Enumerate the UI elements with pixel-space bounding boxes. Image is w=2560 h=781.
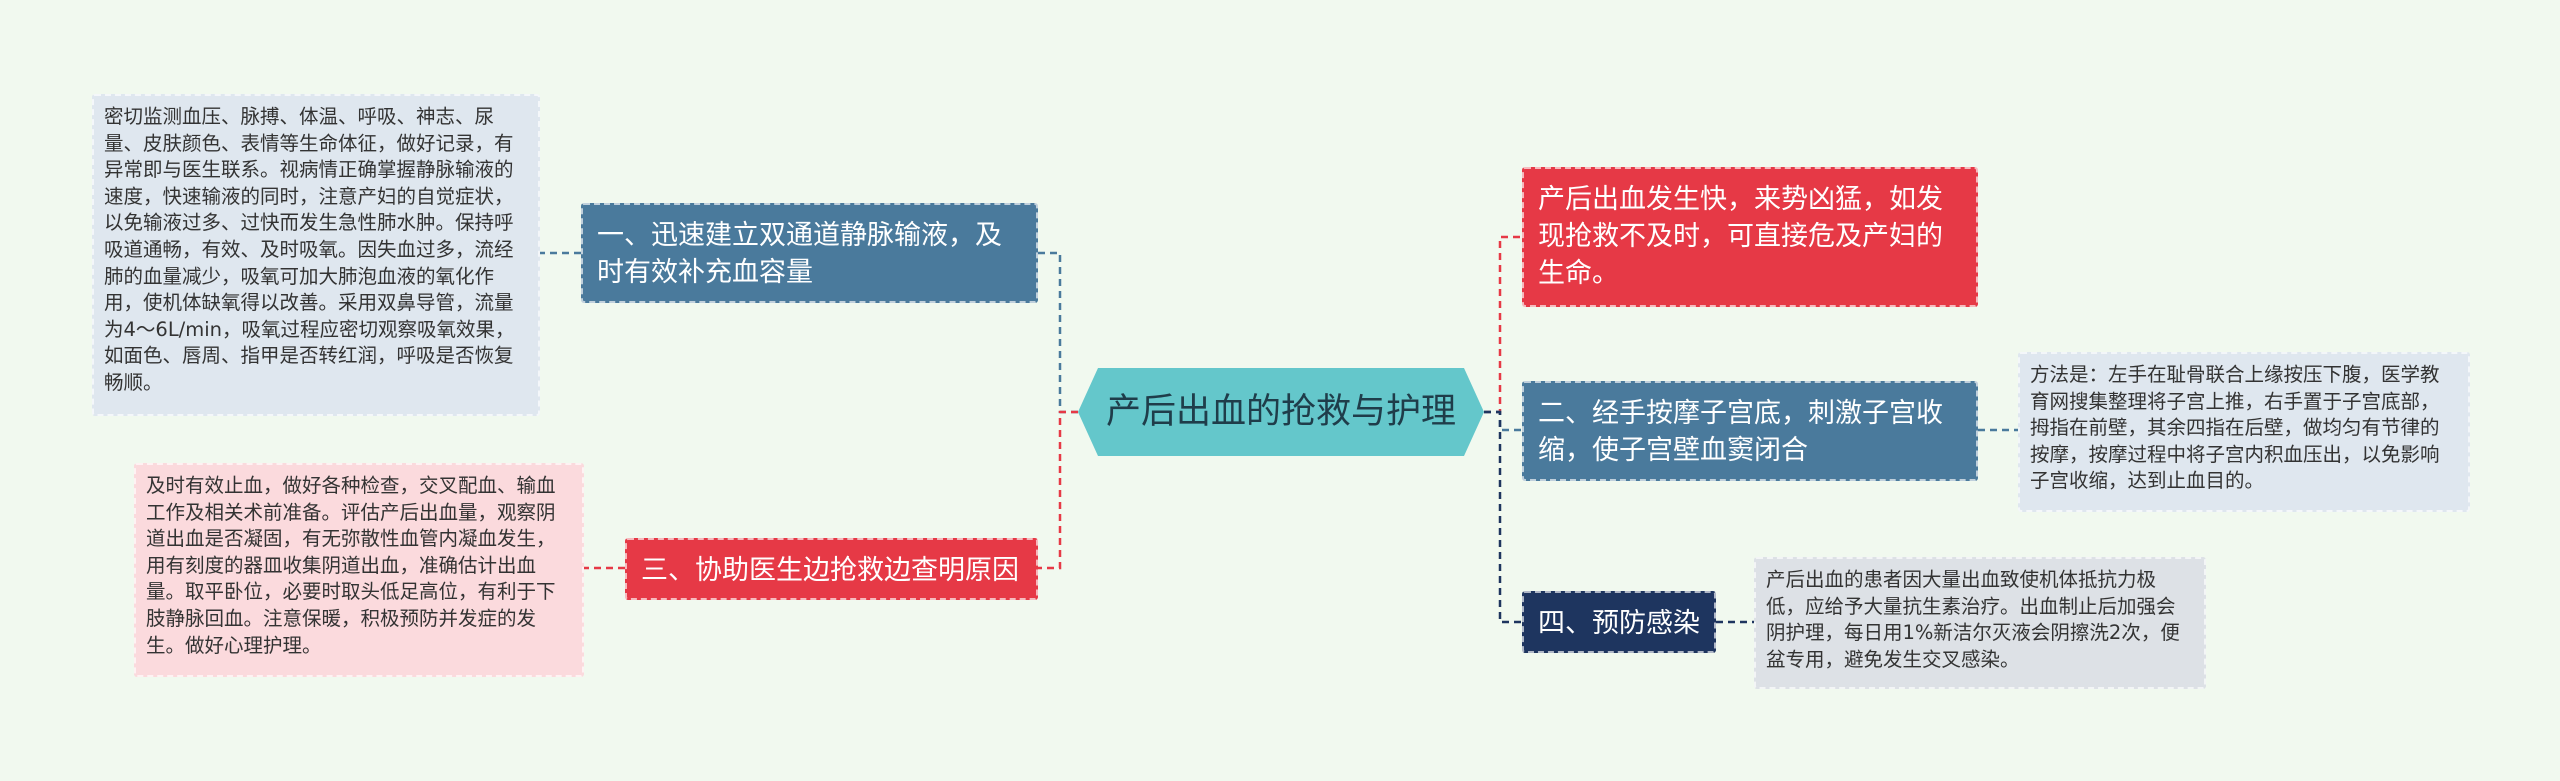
- link-root-branch-1: [1038, 251, 1078, 414]
- link-root-branch-2: [1484, 410, 1522, 432]
- branch-4-detail-text: 产后出血的患者因大量出血致使机体抵抗力极低，应给予大量抗生素治疗。出血制止后加强…: [1766, 568, 2180, 671]
- link-root-branch-4: [1484, 410, 1522, 624]
- branch-intro-note[interactable]: 产后出血发生快，来势凶猛，如发现抢救不及时，可直接危及产妇的生命。: [1522, 167, 1978, 307]
- root-title: 产后出血的抢救与护理: [1105, 392, 1456, 432]
- branch-1-detail-text: 密切监测血压、脉搏、体温、呼吸、神志、尿量、皮肤颜色、表情等生命体征，做好记录，…: [104, 105, 515, 394]
- branch-3[interactable]: 三、协助医生边抢救边查明原因: [625, 538, 1038, 600]
- branch-4-detail[interactable]: 产后出血的患者因大量出血致使机体抵抗力极低，应给予大量抗生素治疗。出血制止后加强…: [1754, 557, 2206, 689]
- branch-2-detail[interactable]: 方法是：左手在耻骨联合上缘按压下腹，医学教育网搜集整理将子宫上推，右手置于子宫底…: [2018, 352, 2470, 512]
- root-topic[interactable]: 产后出血的抢救与护理: [1078, 368, 1484, 456]
- link-root-branch-3: [1038, 410, 1078, 570]
- branch-3-label: 三、协助医生边抢救边查明原因: [641, 555, 1019, 586]
- branch-intro-note-label: 产后出血发生快，来势凶猛，如发现抢救不及时，可直接危及产妇的生命。: [1538, 184, 1943, 289]
- link-root-branch-note: [1484, 235, 1522, 414]
- branch-1[interactable]: 一、迅速建立双通道静脉输液，及时有效补充血容量: [581, 203, 1038, 303]
- branch-2-label: 二、经手按摩子宫底，刺激子宫收缩，使子宫壁血窦闭合: [1538, 398, 1943, 466]
- branch-3-detail-text: 及时有效止血，做好各种检查，交叉配血、输血工作及相关术前准备。评估产后出血量，观…: [146, 474, 556, 657]
- branch-2[interactable]: 二、经手按摩子宫底，刺激子宫收缩，使子宫壁血窦闭合: [1522, 381, 1978, 481]
- branch-4[interactable]: 四、预防感染: [1522, 591, 1716, 653]
- branch-1-label: 一、迅速建立双通道静脉输液，及时有效补充血容量: [597, 220, 1002, 288]
- branch-1-detail[interactable]: 密切监测血压、脉搏、体温、呼吸、神志、尿量、皮肤颜色、表情等生命体征，做好记录，…: [92, 94, 540, 416]
- branch-3-detail[interactable]: 及时有效止血，做好各种检查，交叉配血、输血工作及相关术前准备。评估产后出血量，观…: [134, 463, 584, 677]
- branch-4-label: 四、预防感染: [1538, 608, 1700, 639]
- branch-2-detail-text: 方法是：左手在耻骨联合上缘按压下腹，医学教育网搜集整理将子宫上推，右手置于子宫底…: [2030, 363, 2440, 493]
